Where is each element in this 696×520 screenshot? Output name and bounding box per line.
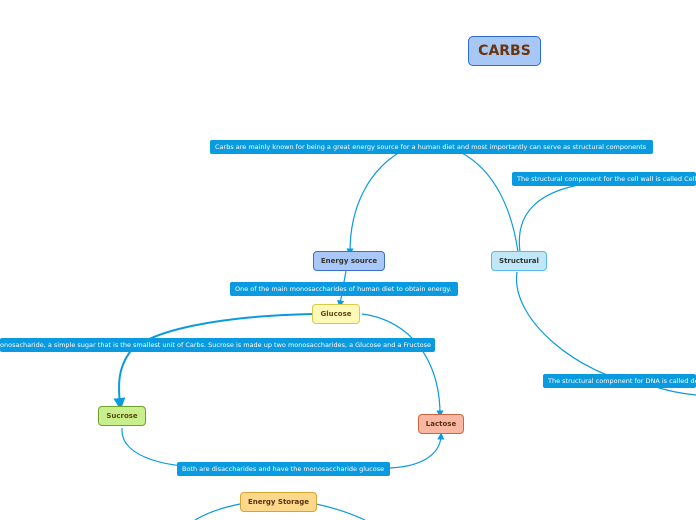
node-energy-storage-label: Energy Storage xyxy=(247,498,310,506)
label-monosaccharide-text: onosacharide, a simple sugar that is the… xyxy=(0,341,431,349)
label-cell-wall-text: The structural component for the cell wa… xyxy=(517,175,696,183)
link-main-to-structural xyxy=(459,151,519,253)
link-storage-right xyxy=(315,503,366,520)
label-main[interactable]: Carbs are mainly known for being a great… xyxy=(210,140,653,154)
link-structural-to-cell-wall xyxy=(518,181,601,253)
root-node-carbs[interactable]: CARBS xyxy=(468,36,541,66)
link-storage-left xyxy=(194,503,241,520)
label-monosaccharide[interactable]: onosacharide, a simple sugar that is the… xyxy=(0,338,435,352)
label-disaccharides-text: Both are disaccharides and have the mono… xyxy=(182,465,385,473)
node-lactose-label: Lactose xyxy=(425,420,457,428)
link-glucose-to-sucrose xyxy=(113,313,313,410)
link-glucose-to-lactose xyxy=(361,313,444,418)
node-energy-storage[interactable]: Energy Storage xyxy=(240,492,317,512)
label-glucose-desc-text: One of the main monosaccharides of human… xyxy=(235,285,452,293)
link-main-to-energy xyxy=(346,151,401,256)
label-disaccharides[interactable]: Both are disaccharides and have the mono… xyxy=(177,462,390,476)
label-dna-text: The structural component for DNA is call… xyxy=(548,377,696,385)
label-cell-wall[interactable]: The structural component for the cell wa… xyxy=(512,172,696,186)
node-structural-label: Structural xyxy=(499,257,539,265)
link-disaccharides-to-lactose xyxy=(384,432,445,469)
node-lactose[interactable]: Lactose xyxy=(418,414,464,434)
node-glucose[interactable]: Glucose xyxy=(312,304,360,324)
label-glucose-desc[interactable]: One of the main monosaccharides of human… xyxy=(230,282,458,296)
node-energy-source[interactable]: Energy source xyxy=(313,251,385,271)
node-structural[interactable]: Structural xyxy=(491,251,547,271)
node-glucose-label: Glucose xyxy=(320,310,352,318)
label-main-text: Carbs are mainly known for being a great… xyxy=(215,143,647,151)
link-structural-to-dna xyxy=(516,271,641,385)
root-title: CARBS xyxy=(478,43,531,59)
node-sucrose[interactable]: Sucrose xyxy=(98,406,146,426)
node-sucrose-label: Sucrose xyxy=(106,412,138,420)
label-dna[interactable]: The structural component for DNA is call… xyxy=(543,374,696,388)
node-energy-source-label: Energy source xyxy=(320,257,378,265)
